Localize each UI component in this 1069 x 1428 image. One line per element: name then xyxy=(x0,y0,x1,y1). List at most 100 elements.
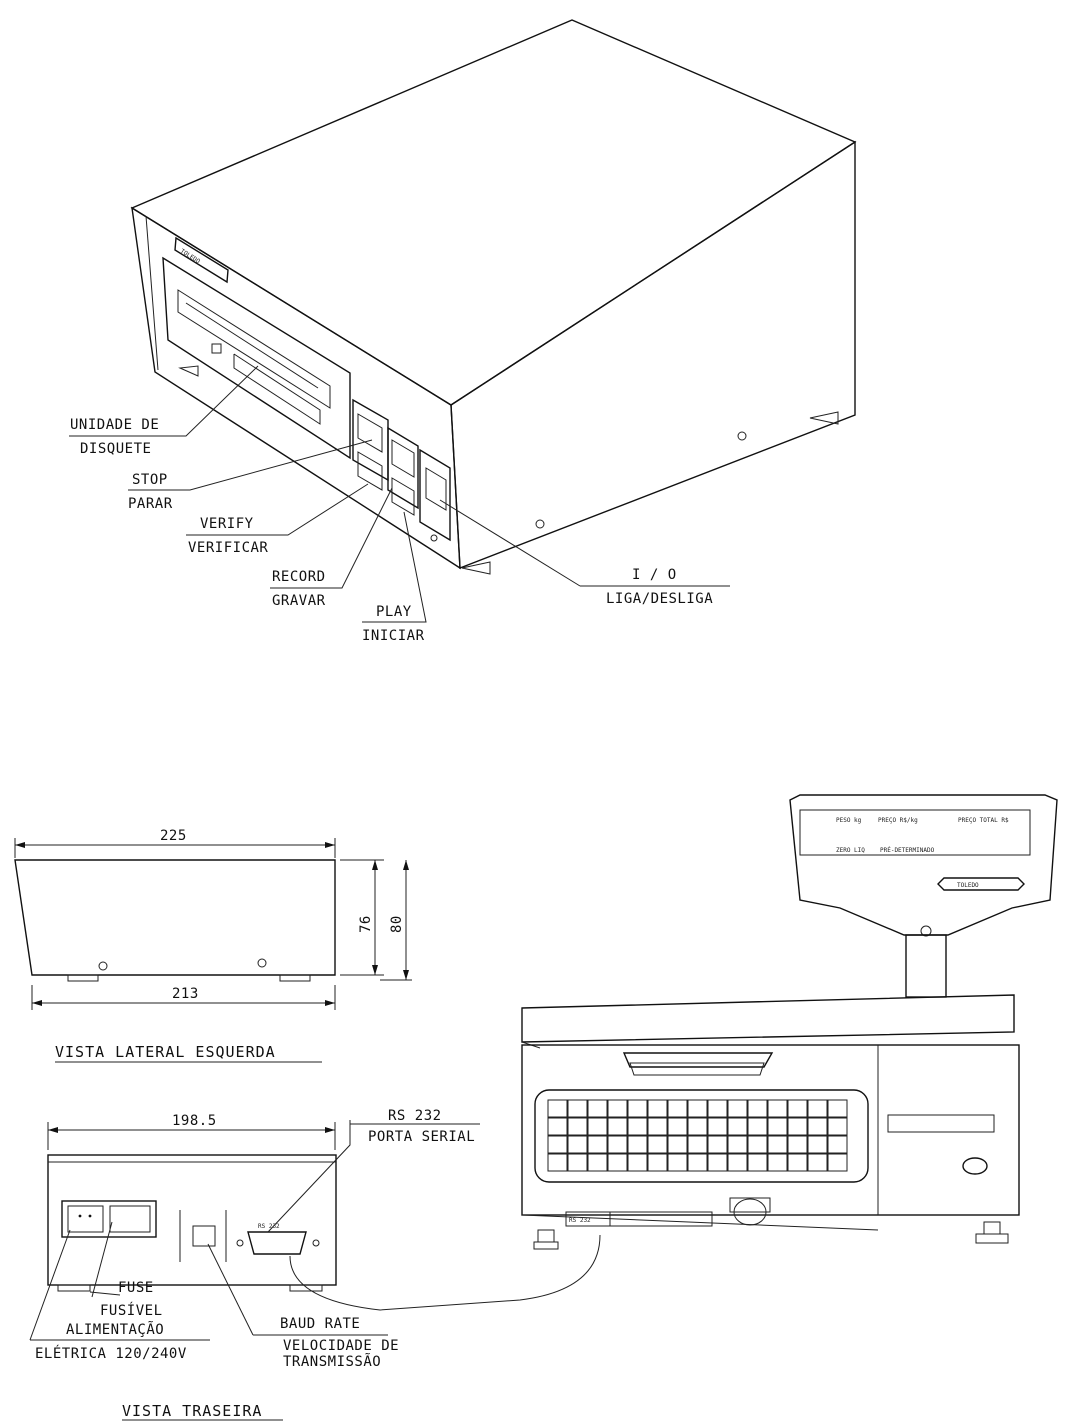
label-play: PLAY INICIAR xyxy=(362,604,425,644)
label-power-symbol: I / O xyxy=(632,567,677,583)
keypad-key xyxy=(607,1135,628,1154)
keypad-key xyxy=(667,1135,688,1154)
keypad-key xyxy=(607,1153,628,1172)
keypad-key xyxy=(727,1099,748,1118)
dim-76: 76 xyxy=(358,915,374,933)
label-stop-en: STOP xyxy=(132,472,168,488)
label-play-pt: INICIAR xyxy=(362,628,425,644)
keypad-key xyxy=(827,1153,848,1172)
label-power-supply: ALIMENTAÇÃO xyxy=(66,1321,164,1338)
title-left-side-view: VISTA LATERAL ESQUERDA xyxy=(55,1043,276,1061)
fuse-holder xyxy=(109,1205,151,1233)
label-disk-unit-line2: DISQUETE xyxy=(80,441,151,457)
power-inlet-block xyxy=(61,1200,157,1238)
scale-display-head xyxy=(789,794,1058,936)
keypad-key xyxy=(547,1117,568,1136)
keypad-key xyxy=(807,1099,828,1118)
keypad-key xyxy=(827,1135,848,1154)
dim-198-5: 198.5 xyxy=(172,1113,217,1129)
keypad-key xyxy=(567,1153,588,1172)
screw xyxy=(98,961,108,971)
screw xyxy=(535,519,545,529)
scale-keypad xyxy=(534,1089,869,1183)
rear-panel-body xyxy=(47,1154,337,1286)
foot xyxy=(289,1284,323,1292)
label-disk-unit-line1: UNIDADE DE xyxy=(70,417,159,433)
label-fuse: FUSE xyxy=(118,1280,154,1296)
serial-cable xyxy=(289,1234,601,1311)
foot xyxy=(279,974,311,982)
rear-view: 198.5 RS 232 RS 232 PORTA SERIAL FUSE FU… xyxy=(29,1108,601,1421)
label-power-pt: LIGA/DESLIGA xyxy=(606,591,713,607)
rs232-port-marking: RS 232 xyxy=(258,1223,280,1230)
foot xyxy=(57,1284,91,1292)
scale-handle-slot xyxy=(622,1052,774,1068)
keypad-key xyxy=(807,1135,828,1154)
display-label-price: PREÇO R$/kg xyxy=(878,817,918,824)
dim-213: 213 xyxy=(172,986,199,1002)
label-play-en: PLAY xyxy=(376,604,412,620)
keypad-key xyxy=(587,1153,608,1172)
keypad-key xyxy=(767,1135,788,1154)
keypad-key xyxy=(747,1135,768,1154)
keypad-key xyxy=(587,1135,608,1154)
keypad-key xyxy=(587,1117,608,1136)
keypad-key xyxy=(687,1153,708,1172)
keypad-key xyxy=(727,1153,748,1172)
scale-logo-emblem xyxy=(962,1157,988,1175)
floppy-drive-unit xyxy=(162,256,351,460)
title-rear-view: VISTA TRASEIRA xyxy=(122,1402,262,1420)
keypad-key xyxy=(687,1135,708,1154)
scale-body xyxy=(521,1044,1020,1216)
keypad-key xyxy=(687,1099,708,1118)
keypad-key xyxy=(587,1099,608,1118)
keypad-key xyxy=(547,1099,568,1118)
control-buttons xyxy=(352,398,451,542)
keypad-key xyxy=(807,1153,828,1172)
keypad-key xyxy=(827,1117,848,1136)
label-record-en: RECORD xyxy=(272,569,326,585)
scale-rs232-port: RS 232 xyxy=(569,1217,591,1224)
keypad-key xyxy=(827,1099,848,1118)
keypad-key xyxy=(707,1135,728,1154)
keypad-key xyxy=(687,1117,708,1136)
keypad-key xyxy=(727,1117,748,1136)
keypad-key xyxy=(547,1135,568,1154)
device-foot xyxy=(178,365,199,377)
display-label-total: PREÇO TOTAL R$ xyxy=(958,817,1009,824)
display-label-zero: ZERO LIQ xyxy=(836,847,865,854)
foot xyxy=(67,974,99,982)
label-verify-en: VERIFY xyxy=(200,516,254,532)
label-verify: VERIFY VERIFICAR xyxy=(188,516,268,556)
keypad-key xyxy=(647,1135,668,1154)
play-button xyxy=(391,477,415,516)
keypad-key xyxy=(567,1117,588,1136)
side-view-body xyxy=(14,859,336,976)
label-transmission: TRANSMISSÃO xyxy=(283,1353,381,1370)
keypad-key xyxy=(787,1135,808,1154)
label-electric-voltage: ELÉTRICA 120/240V xyxy=(35,1345,187,1362)
power-switch xyxy=(425,467,447,511)
scale-platter xyxy=(521,994,1015,1043)
keypad-key xyxy=(767,1117,788,1136)
label-disk-unit: UNIDADE DE DISQUETE xyxy=(70,417,159,457)
screw xyxy=(257,958,267,968)
keypad-key xyxy=(647,1099,668,1118)
keypad-key xyxy=(747,1117,768,1136)
left-side-view: 225 213 76 80 VISTA LATERAL ESQUERDA xyxy=(14,828,412,1063)
label-stop-pt: PARAR xyxy=(128,496,173,512)
keypad-key xyxy=(767,1153,788,1172)
keypad-key xyxy=(747,1099,768,1118)
keypad-key xyxy=(727,1135,748,1154)
dim-80: 80 xyxy=(389,915,405,933)
display-label-preset: PRÉ-DETERMINADO xyxy=(880,846,935,854)
keypad-key xyxy=(607,1117,628,1136)
keypad-key xyxy=(647,1117,668,1136)
keypad-key xyxy=(567,1135,588,1154)
keypad-key xyxy=(607,1099,628,1118)
baud-rate-switch xyxy=(192,1225,216,1247)
keypad-key xyxy=(667,1117,688,1136)
keypad-key xyxy=(767,1099,788,1118)
keypad-key xyxy=(707,1117,728,1136)
keypad-key xyxy=(787,1153,808,1172)
